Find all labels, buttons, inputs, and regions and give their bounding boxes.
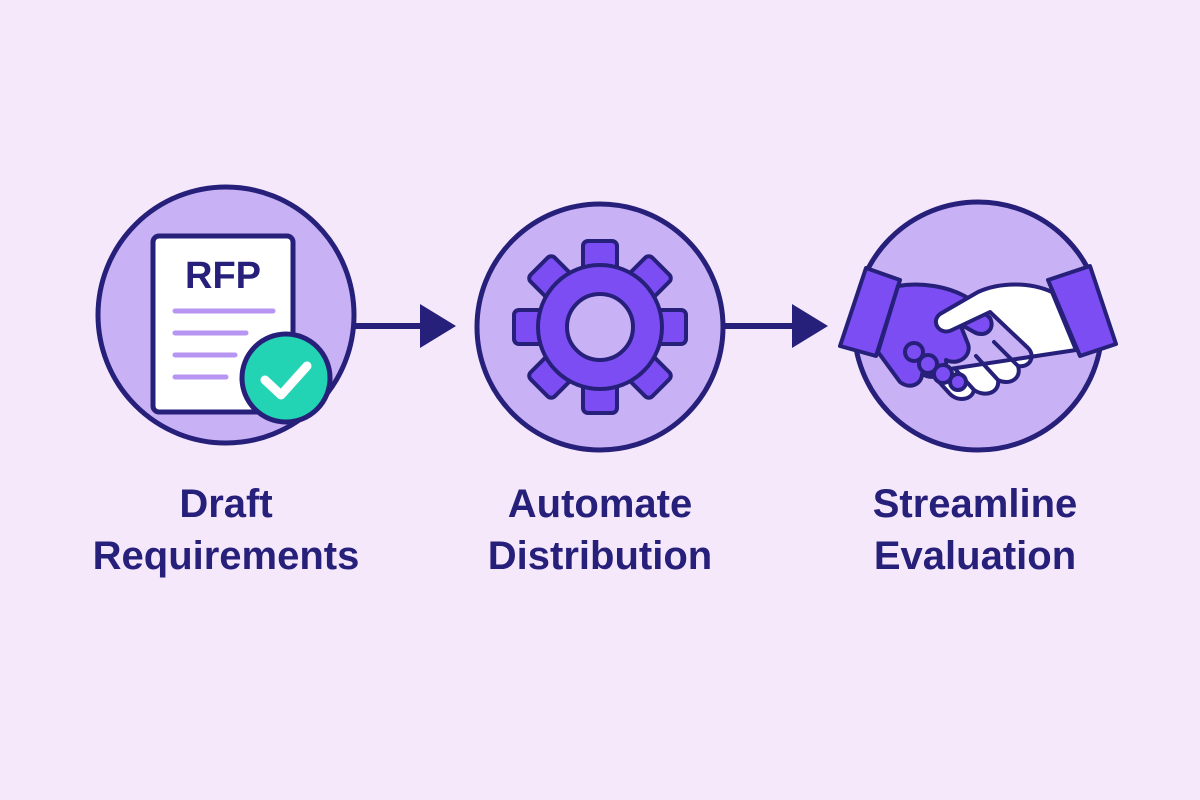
handshake-icon <box>838 264 1118 401</box>
arrow-icon <box>354 304 456 348</box>
arrow-icon <box>724 304 828 348</box>
step-2-label: Automate Distribution <box>430 478 770 582</box>
step-2-label-line-2: Distribution <box>487 534 713 578</box>
step-3-node <box>838 199 1118 453</box>
step-1-node: RFP <box>95 184 357 446</box>
step-1-label-line-2: Requirements <box>92 534 360 578</box>
step-2-node <box>474 201 726 453</box>
gear-icon <box>512 239 688 415</box>
step-3-label-line-2: Evaluation <box>873 534 1077 578</box>
step-2-label-line-1: Automate <box>507 482 693 526</box>
step-1-label-line-1: Draft <box>179 482 273 526</box>
step-3-label: Streamline Evaluation <box>805 478 1145 582</box>
rfp-doc-title: RFP <box>185 255 261 297</box>
step-3-label-line-1: Streamline <box>872 482 1078 526</box>
check-badge-icon <box>239 331 333 425</box>
step-1-label: Draft Requirements <box>56 478 396 582</box>
